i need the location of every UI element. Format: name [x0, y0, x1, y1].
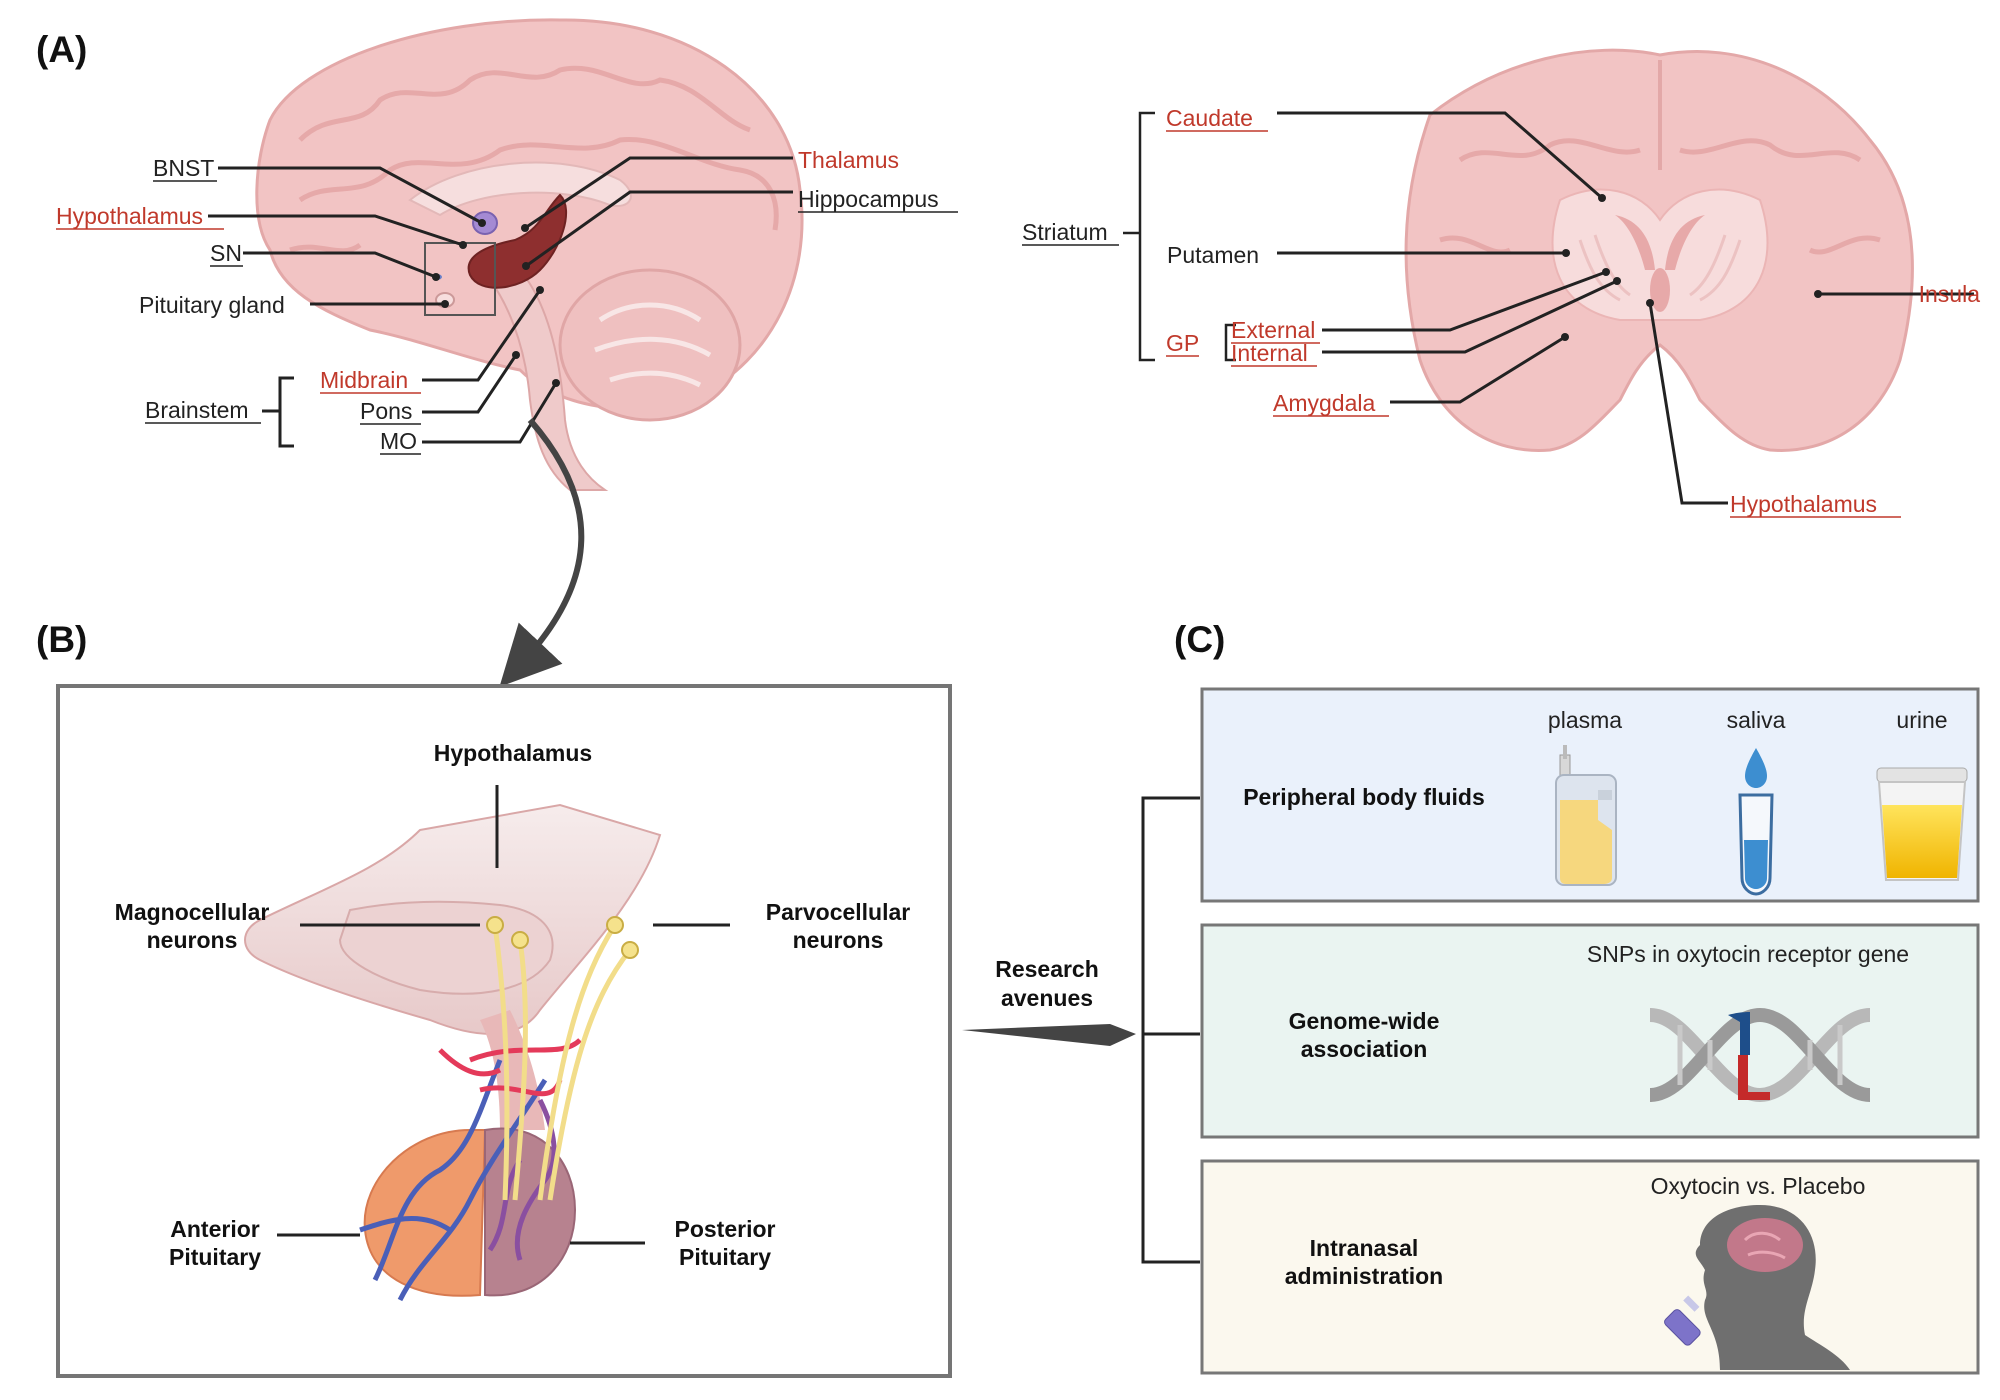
saliva-tube-icon: [1738, 748, 1774, 896]
label-bnst: BNST: [153, 155, 214, 181]
box-genome: [1200, 923, 1980, 1139]
label-thalamus: Thalamus: [798, 147, 899, 173]
label-plasma: plasma: [1548, 707, 1622, 733]
label-anterior-1: Anterior: [170, 1216, 260, 1242]
pituitary-illustration: [244, 803, 662, 1302]
coronal-brain: [1404, 48, 1914, 452]
label-posterior-1: Posterior: [675, 1216, 776, 1242]
head-nasal-spray-icon: [1664, 1205, 1850, 1370]
panel-c-letter: (C): [1174, 619, 1225, 660]
label-snps: SNPs in oxytocin receptor gene: [1587, 941, 1909, 967]
panel-a-letter: (A): [36, 29, 87, 70]
zoom-arrow: [499, 418, 585, 687]
label-urine: urine: [1896, 707, 1947, 733]
label-parvocellular-1: Parvocellular: [766, 899, 911, 925]
urine-cup-icon: [1876, 767, 1968, 881]
coronal-leaders: [1123, 111, 1974, 505]
research-arrow: [962, 1024, 1136, 1046]
sagittal-brain: [255, 18, 804, 491]
label-research-1: Research: [995, 956, 1099, 982]
label-pons: Pons: [360, 398, 412, 424]
label-magnocellular-1: Magnocellular: [115, 899, 270, 925]
label-putamen: Putamen: [1167, 242, 1259, 268]
label-parvocellular-2: neurons: [793, 927, 884, 953]
label-intranasal-1: Intranasal: [1310, 1235, 1419, 1261]
label-hippocampus: Hippocampus: [798, 186, 939, 212]
label-mo: MO: [380, 428, 417, 454]
label-midbrain: Midbrain: [320, 367, 408, 393]
label-genome-wide-2: association: [1301, 1036, 1428, 1062]
label-internal: Internal: [1231, 340, 1308, 366]
label-striatum: Striatum: [1022, 219, 1108, 245]
label-caudate: Caudate: [1166, 105, 1253, 131]
panel-b-leaders: [277, 785, 730, 1245]
label-oxytocin-placebo: Oxytocin vs. Placebo: [1651, 1173, 1866, 1199]
label-genome-wide-1: Genome-wide: [1289, 1008, 1440, 1034]
label-anterior-2: Pituitary: [169, 1244, 261, 1270]
label-peripheral-body-fluids: Peripheral body fluids: [1243, 784, 1485, 810]
label-sn: SN: [210, 240, 242, 266]
label-pituitary-gland: Pituitary gland: [139, 292, 285, 318]
label-posterior-2: Pituitary: [679, 1244, 771, 1270]
label-b-hypothalamus: Hypothalamus: [434, 740, 592, 766]
label-insula: Insula: [1919, 281, 1981, 307]
panel-b-letter: (B): [36, 619, 87, 660]
label-hypothalamus-sagittal: Hypothalamus: [56, 203, 203, 229]
panel-c-tree: [1141, 796, 1200, 1264]
label-brainstem: Brainstem: [145, 397, 249, 423]
label-magnocellular-2: neurons: [147, 927, 238, 953]
label-saliva: saliva: [1727, 707, 1786, 733]
label-research-2: avenues: [1001, 985, 1093, 1011]
label-external: External: [1231, 317, 1315, 343]
label-hypothalamus-coronal: Hypothalamus: [1730, 491, 1877, 517]
box-intranasal: [1200, 1159, 1980, 1375]
dna-helix-icon: [1649, 1007, 1871, 1103]
label-amygdala: Amygdala: [1273, 390, 1375, 416]
label-intranasal-2: administration: [1285, 1263, 1443, 1289]
label-gp: GP: [1166, 330, 1199, 356]
plasma-bag-icon: [1555, 745, 1617, 886]
sagittal-leaders: [208, 156, 793, 448]
